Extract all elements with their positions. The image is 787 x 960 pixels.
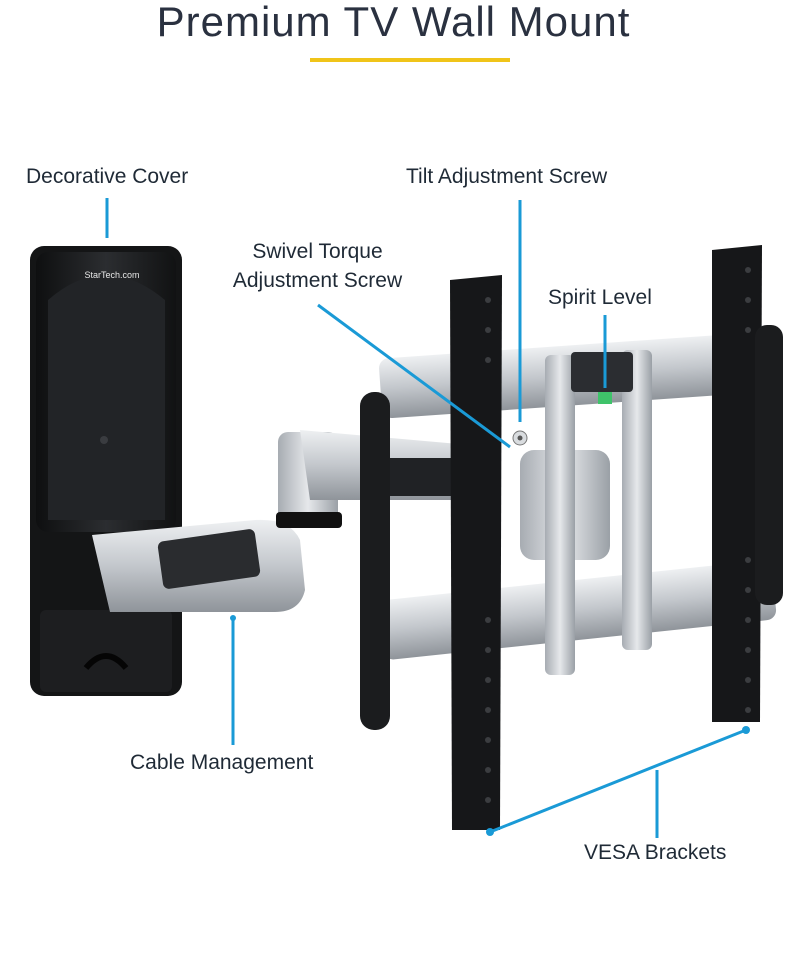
callout-dots [230,615,750,836]
callout-line-vesa [489,728,747,834]
wall-plate: StarTech.com [30,246,182,696]
callout-lines [105,198,747,838]
label-vesa-brackets: VESA Brackets [584,841,727,864]
label-tilt-adjustment-screw: Tilt Adjustment Screw [406,165,608,188]
brand-logo: StarTech.com [84,270,139,280]
label-spirit-level: Spirit Level [548,286,652,309]
label-cable-management: Cable Management [130,751,314,774]
label-swivel-line1: Swivel Torque [252,240,383,263]
horizontal-rails [378,331,777,675]
callout-line-swivel [317,303,511,449]
page-title: Premium TV Wall Mount [156,0,631,45]
vesa-bracket-right [712,245,783,722]
label-decorative-cover: Decorative Cover [26,165,189,188]
title-underline [310,58,510,62]
spirit-level-bubble [598,392,612,404]
spirit-level-housing [571,352,633,392]
label-swivel-torque: Swivel Torque Adjustment Screw [215,240,420,293]
label-swivel-line2: Adjustment Screw [232,269,403,292]
